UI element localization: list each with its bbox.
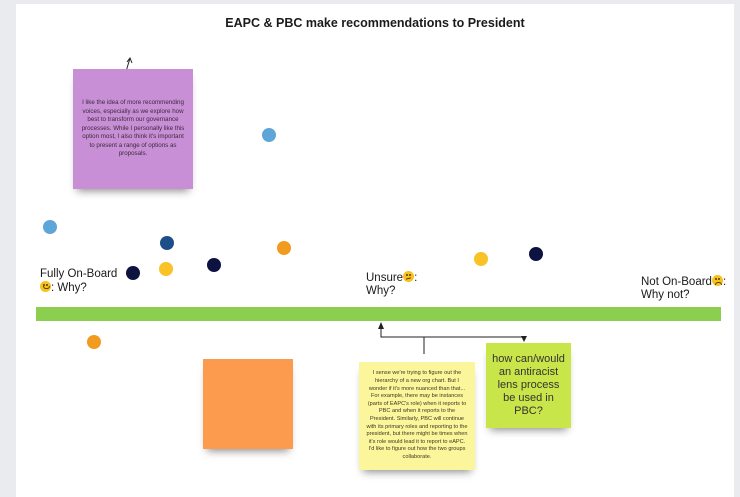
label-not-on-board-colon: : [722, 276, 727, 288]
sticky-note-green[interactable]: how can/would an antiracist lens process… [486, 343, 571, 428]
sticky-note-yellow[interactable]: I sense we're trying to figure out the h… [359, 362, 475, 470]
vote-dot-navy[interactable] [207, 258, 221, 272]
vote-dot-lightblue[interactable] [43, 220, 57, 234]
label-fully-on-board-why: : Why? [51, 281, 87, 294]
label-not-on-board-why: Why not? [641, 288, 690, 301]
whiteboard-canvas[interactable]: EAPC & PBC make recommendations to Presi… [16, 4, 734, 497]
vote-dot-orange[interactable] [277, 241, 291, 255]
smile-emoji-icon [40, 280, 51, 292]
agreement-scale-bar [36, 307, 721, 321]
label-unsure-colon: : [414, 272, 418, 284]
frown-emoji-icon [711, 275, 723, 286]
vote-dot-gold[interactable] [474, 252, 488, 266]
sticky-note-purple-text: I like the idea of more recommending voi… [81, 98, 185, 158]
vote-dot-navy[interactable] [529, 247, 543, 261]
label-not-on-board-text: Not On-Board [641, 276, 712, 288]
label-unsure-why: Why? [366, 284, 396, 297]
vote-dot-orange[interactable] [87, 335, 101, 349]
sticky-note-purple[interactable]: I like the idea of more recommending voi… [73, 69, 193, 189]
label-unsure-text: Unsure [366, 272, 404, 284]
label-fully-on-board-text: Fully On-Board [40, 268, 118, 280]
label-not-on-board: Not On-Board: Why not? [641, 275, 726, 301]
board-title: EAPC & PBC make recommendations to Presi… [225, 16, 525, 30]
sticky-note-green-text: how can/would an antiracist lens process… [492, 353, 565, 417]
sticky-note-orange[interactable] [203, 359, 293, 449]
label-unsure: Unsure: Why? [366, 271, 417, 297]
label-fully-on-board: Fully On-Board : Why? [40, 268, 117, 294]
vote-dot-lightblue[interactable] [262, 128, 276, 142]
vote-dot-navy[interactable] [126, 266, 140, 280]
vote-dot-gold[interactable] [159, 262, 173, 276]
vote-dot-blue[interactable] [160, 236, 174, 250]
unsure-emoji-icon [403, 271, 415, 282]
sticky-note-yellow-text: I sense we're trying to figure out the h… [366, 370, 468, 460]
